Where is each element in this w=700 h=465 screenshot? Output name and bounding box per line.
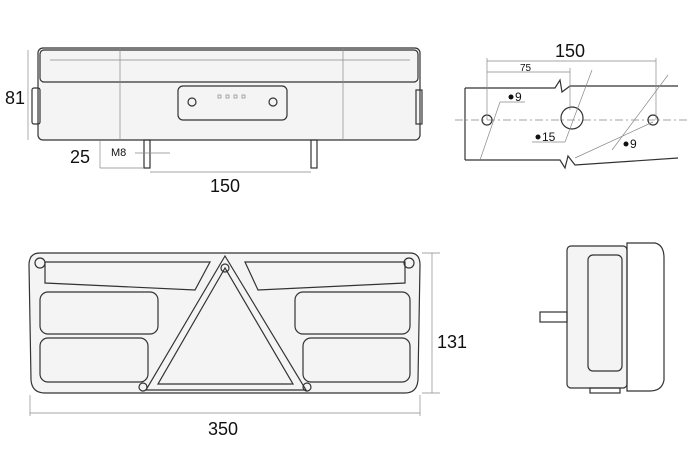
side-housing	[566, 245, 628, 389]
front-view: 131 350	[28, 252, 467, 439]
height-81-label: 81	[5, 88, 25, 108]
height-131-label: 131	[437, 332, 467, 352]
stud-length-label: 25	[70, 147, 90, 167]
mounting-pattern: 150 75 9 15 9	[455, 41, 690, 170]
width-350-label: 350	[208, 419, 238, 439]
stud-left	[143, 139, 151, 169]
hole-center	[560, 106, 584, 130]
hole-center-diameter: 15	[542, 130, 556, 144]
housing-top-view	[37, 47, 421, 141]
screw-icon	[268, 97, 278, 107]
thread-label: M8	[111, 147, 126, 159]
stud-right	[310, 139, 318, 169]
spacing-150-label: 150	[555, 41, 585, 61]
side-stud	[539, 311, 568, 323]
screw-icon	[187, 97, 197, 107]
half-spacing-label: 75	[520, 63, 532, 74]
hole-left-diameter: 9	[515, 90, 522, 104]
led-cluster-left	[39, 291, 159, 335]
side-view	[539, 242, 665, 394]
reflector-triangle	[144, 254, 308, 391]
hole-right	[647, 114, 659, 126]
hole-right-diameter: 9	[630, 137, 637, 151]
connector-plate	[177, 85, 288, 121]
led-cluster-right	[294, 291, 411, 335]
stud-spacing-label: 150	[210, 176, 240, 196]
top-view: 81 25 M8 150	[5, 47, 423, 196]
